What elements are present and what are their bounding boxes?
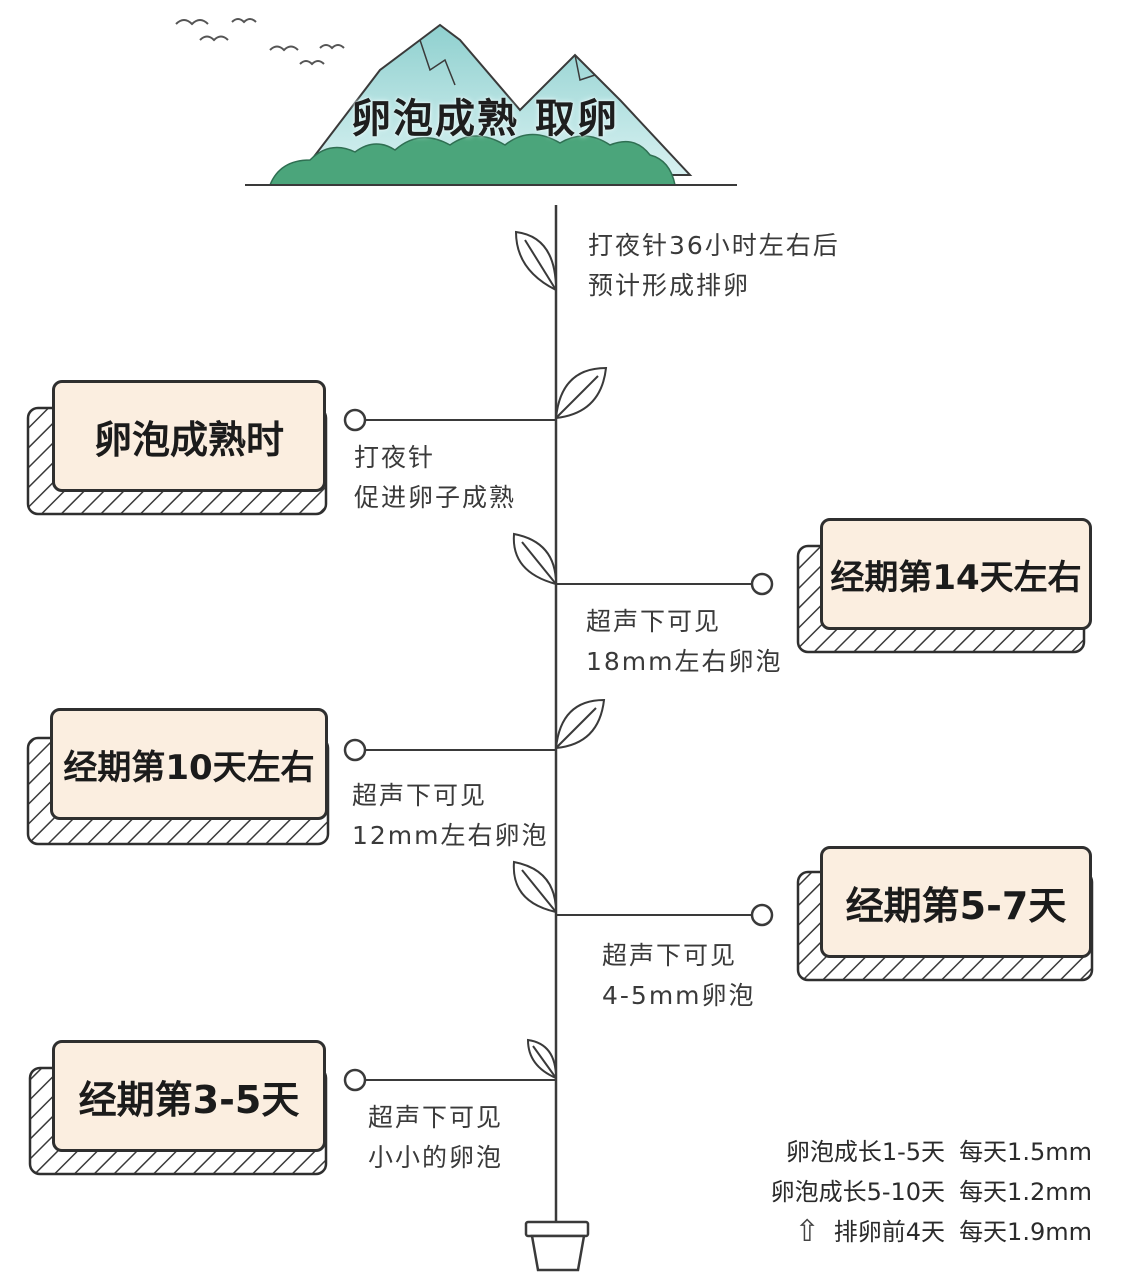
leaf-icon <box>512 532 558 586</box>
up-arrow-icon: ⇧ <box>794 1214 820 1249</box>
page-title: 卵泡成熟 取卵 <box>351 96 619 142</box>
stage-label-follicle-mature: 卵泡成熟时 <box>52 380 326 492</box>
stage-note-line2: 12mm左右卵泡 <box>352 821 549 850</box>
leaf-icon <box>512 860 558 914</box>
growth-range: 卵泡成长1-5天 <box>785 1138 946 1166</box>
stage-label-day-14: 经期第14天左右 <box>820 518 1092 630</box>
stage-note-line2: 促进卵子成熟 <box>354 483 517 512</box>
top-note-line2: 预计形成排卵 <box>588 271 751 300</box>
growth-range: 卵泡成长5-10天 <box>770 1178 946 1206</box>
stage-note: 超声下可见 12mm左右卵泡 <box>352 776 549 856</box>
growth-rate-row: 卵泡成长1-5天 每天1.5mm <box>771 1132 1092 1172</box>
stage-note: 超声下可见 4-5mm卵泡 <box>602 936 756 1016</box>
stage-note-line2: 小小的卵泡 <box>368 1143 504 1172</box>
bushes-icon <box>268 133 676 186</box>
node-circle <box>343 1068 367 1092</box>
stage-note-line1: 超声下可见 <box>602 941 738 970</box>
stage-note-line2: 18mm左右卵泡 <box>586 647 783 676</box>
stage-note-line1: 超声下可见 <box>586 607 722 636</box>
growth-rate-row: 卵泡成长5-10天 每天1.2mm <box>771 1172 1092 1212</box>
stage-label-day-10: 经期第10天左右 <box>50 708 328 820</box>
stage-note-line1: 超声下可见 <box>352 781 488 810</box>
growth-rate-row: ⇧ 排卵前4天 每天1.9mm <box>771 1212 1092 1252</box>
leaf-icon <box>554 698 606 750</box>
leaf-icon <box>526 1038 558 1080</box>
stage-label-day-5-7: 经期第5-7天 <box>820 846 1092 958</box>
top-note-line1: 打夜针36小时左右后 <box>588 231 840 260</box>
node-circle <box>343 738 367 762</box>
stage-note: 超声下可见 18mm左右卵泡 <box>586 602 783 682</box>
growth-range: 排卵前4天 <box>833 1218 946 1246</box>
growth-rate: 每天1.5mm <box>959 1138 1092 1166</box>
stage-note-line2: 4-5mm卵泡 <box>602 981 756 1010</box>
growth-rate-list: 卵泡成长1-5天 每天1.5mm 卵泡成长5-10天 每天1.2mm ⇧ 排卵前… <box>771 1132 1092 1252</box>
node-circle <box>750 903 774 927</box>
growth-rate: 每天1.2mm <box>959 1178 1092 1206</box>
pot-icon <box>524 1220 590 1272</box>
node-circle <box>343 408 367 432</box>
stage-note-line1: 打夜针 <box>354 443 436 472</box>
node-circle <box>750 572 774 596</box>
top-note: 打夜针36小时左右后 预计形成排卵 <box>588 226 840 306</box>
leaf-icon <box>514 230 558 292</box>
birds-icon <box>175 18 345 66</box>
leaf-icon <box>554 366 608 420</box>
growth-rate: 每天1.9mm <box>959 1218 1092 1246</box>
stage-note: 打夜针 促进卵子成熟 <box>354 438 516 518</box>
stage-note: 超声下可见 小小的卵泡 <box>368 1098 503 1178</box>
stage-label-day-3-5: 经期第3-5天 <box>52 1040 326 1152</box>
stage-note-line1: 超声下可见 <box>368 1103 504 1132</box>
